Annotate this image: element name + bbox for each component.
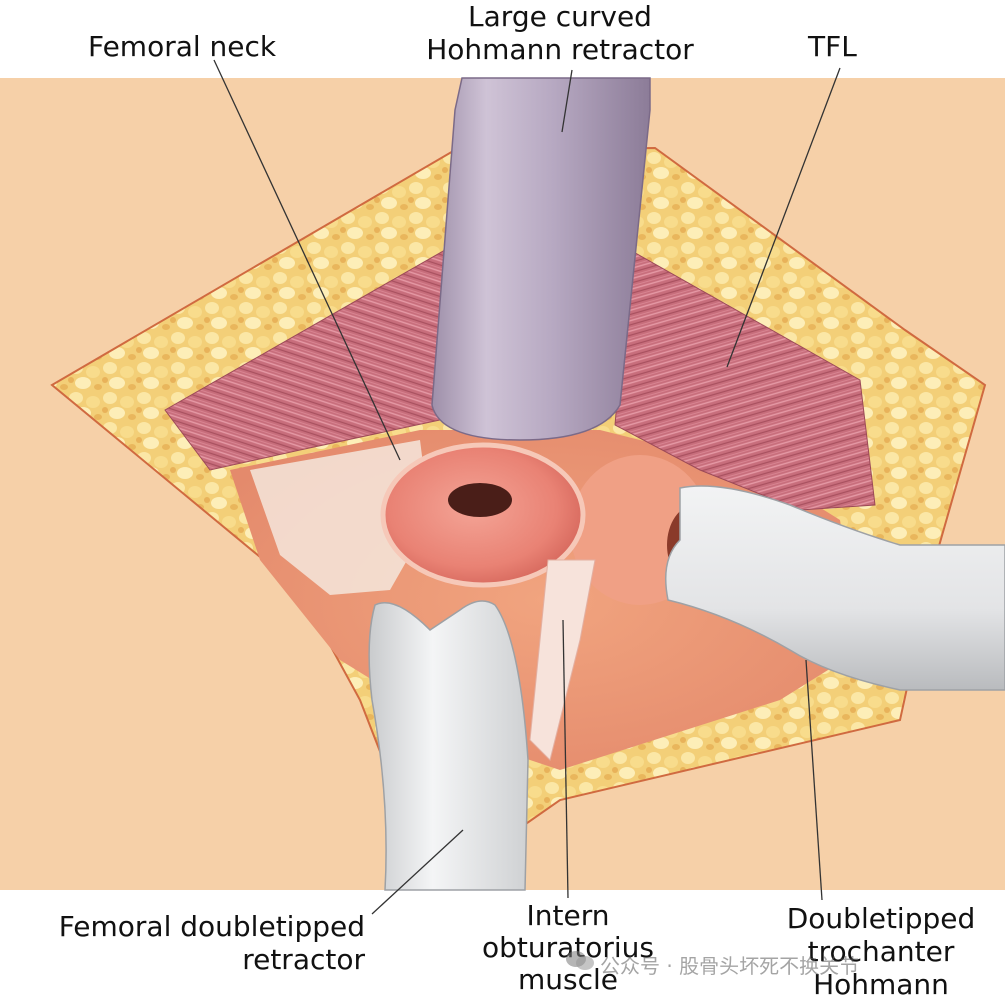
leader-obturatorius [562, 619, 569, 899]
label-trochanter-line2: trochanter [807, 935, 955, 968]
label-tfl: TFL [808, 30, 857, 63]
label-intern-obturatorius: Intern obturatorius muscle [468, 900, 668, 996]
watermark-text: 公众号 · 股骨头坏死不换关节 [600, 954, 860, 978]
muscle-left [164, 249, 446, 471]
leader-tfl [726, 67, 841, 368]
label-obturatorius-line3: muscle [517, 963, 618, 996]
wechat-bubble-icon [566, 951, 594, 970]
femoral-doubletipped-retractor [368, 600, 529, 891]
leader-hohmann [561, 69, 573, 133]
leader-femoral-doubletipped [371, 829, 464, 915]
label-large-curved-hohmann: Large curved Hohmann retractor [405, 0, 715, 66]
capsule-tissue [250, 440, 430, 595]
label-femoral-doubletipped: Femoral doubletipped retractor [20, 910, 365, 976]
label-large-curved-line2: Hohmann retractor [426, 33, 694, 66]
label-femoral-doubletipped-line1: Femoral doubletipped [58, 910, 365, 943]
label-doubletipped-trochanter: Doubletipped trochanter Hohmann [762, 902, 1000, 1001]
leader-femoral-neck [213, 59, 401, 461]
label-obturatorius-line1: Intern [526, 899, 610, 932]
femoral-neck-canal [448, 483, 512, 517]
label-trochanter-line1: Doubletipped [786, 902, 976, 935]
large-curved-hohmann-retractor [431, 77, 651, 441]
leader-trochanter-hohmann [805, 659, 823, 901]
label-femoral-doubletipped-line2: retractor [242, 943, 365, 976]
label-trochanter-line3: Hohmann [813, 968, 949, 1001]
label-femoral-neck: Femoral neck [88, 30, 277, 63]
trochanter-hohmann-retractor [665, 485, 1005, 691]
label-large-curved-line1: Large curved [468, 0, 652, 33]
